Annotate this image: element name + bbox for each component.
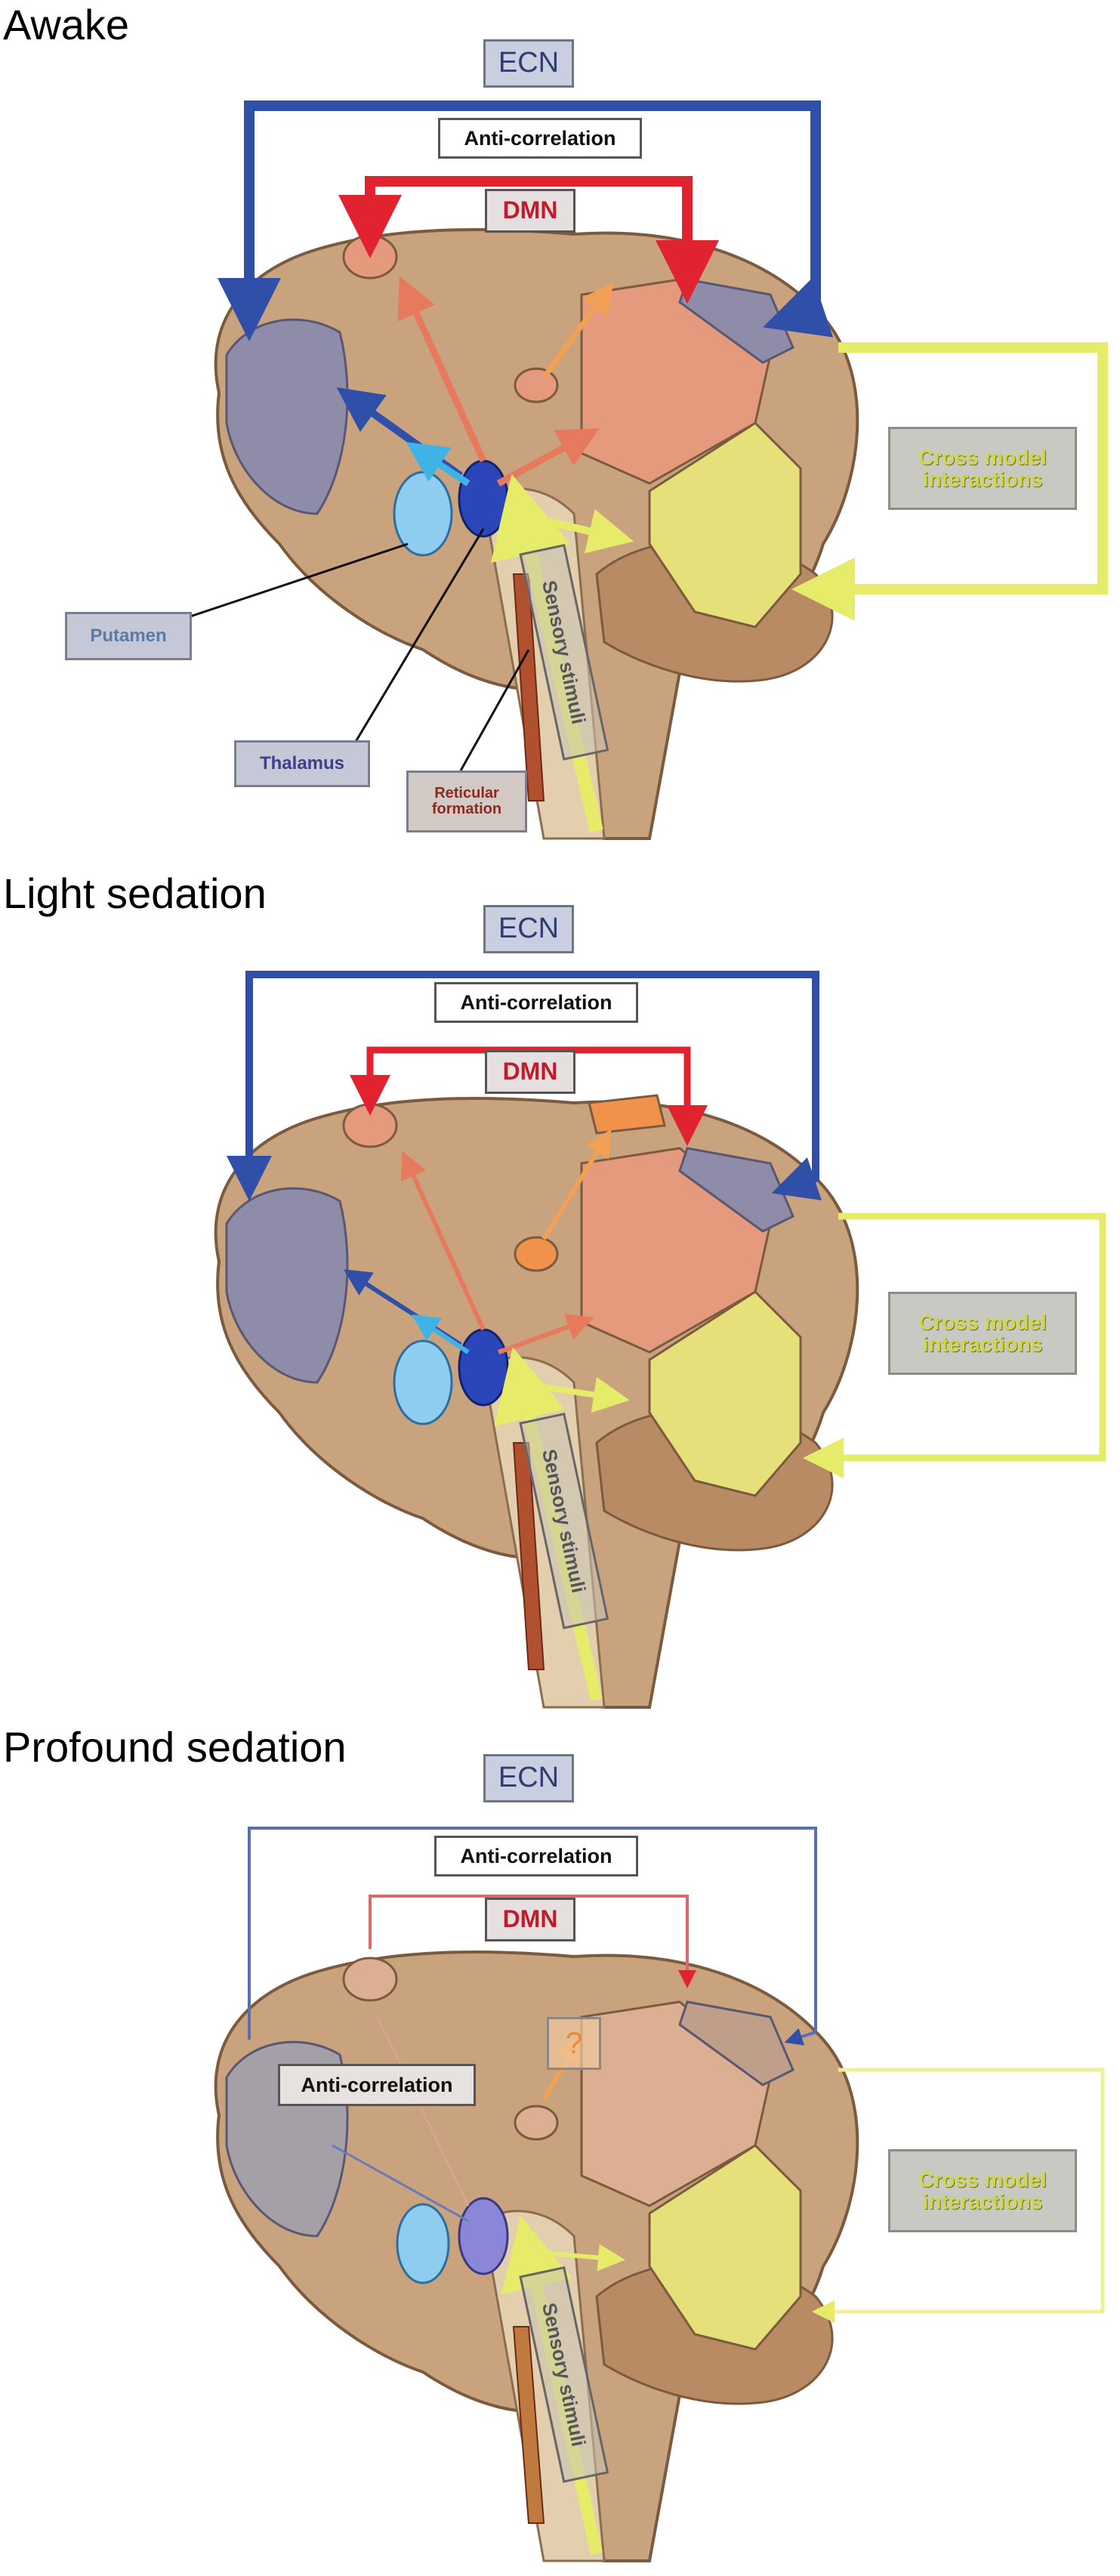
cingulate-patch: [514, 1236, 559, 1272]
cingulate-arrow: [541, 282, 614, 380]
ecn-label: ECN: [483, 1754, 574, 1802]
cross-model-label: Cross model interactions: [888, 427, 1077, 510]
frontal-region: [225, 318, 349, 515]
cross-model-label: Cross model interactions: [888, 1292, 1077, 1375]
panel-light-sedation: Light sedation: [0, 869, 1120, 1722]
thalamus-shape: [458, 459, 509, 538]
panel-title: Light sedation: [3, 869, 267, 917]
anti-correlation-label: Anti-correlation: [434, 982, 638, 1023]
panel-title: Profound sedation: [3, 1723, 347, 1771]
dmn-frontal-patch: [342, 234, 398, 280]
brain-diagram: [135, 100, 1108, 840]
dmn-bracket: [369, 1895, 696, 1988]
thalamo-dmn-arrow: [401, 1151, 486, 1331]
putamen-shape: [393, 471, 453, 557]
dmn-frontal-patch: [342, 1957, 398, 2002]
brain-diagram: [214, 1827, 1105, 2562]
putamen-label: Putamen: [65, 612, 192, 660]
putamen-shape: [396, 2203, 450, 2284]
dmn-label: DMN: [485, 1898, 575, 1941]
dmn-to-thalamus-line: [376, 2016, 470, 2207]
thalamus-shape: [458, 2197, 509, 2275]
thalamus-label: Thalamus: [234, 740, 370, 787]
panel-profound-sedation: Profound sedation ECN Anti-correlation D…: [0, 1722, 1120, 2576]
ecn-parietal-patch: [678, 1147, 794, 1233]
panel-awake: Awake: [0, 0, 1120, 854]
thalamus-leader: [346, 528, 485, 756]
dmn-label: DMN: [485, 1050, 575, 1094]
occipital-region: [648, 1290, 802, 1497]
ecn-label: ECN: [483, 905, 574, 953]
dmn-precuneus-patch: [588, 1094, 666, 1135]
putamen-arrow: [406, 442, 471, 486]
ecn-parietal-patch: [678, 2000, 794, 2086]
cross-model-bracket: [803, 1212, 1106, 1478]
occipital-region: [648, 2144, 802, 2351]
cingulate-arrow: [541, 1129, 612, 1240]
anti-correlation-label: Anti-correlation: [438, 118, 642, 159]
frontal-to-thalamus-line: [332, 2144, 469, 2222]
cingulate-patch: [514, 2105, 559, 2141]
occipital-region: [648, 422, 802, 629]
ecn-bracket: [245, 971, 822, 1200]
cross-model-bracket: [812, 2068, 1105, 2323]
reticular-formation-shape: [512, 2326, 545, 2524]
unknown-connection-label: ?: [547, 2017, 601, 2070]
frontal-region: [225, 1187, 349, 1384]
cingulate-patch: [514, 367, 559, 403]
reticular-formation-label: Reticular formation: [406, 771, 527, 832]
reticular-leader: [459, 649, 530, 771]
cross-model-label: Cross model interactions: [888, 2149, 1077, 2232]
dmn-frontal-patch: [342, 1103, 398, 1148]
thalamo-dmn-arrow: [397, 276, 487, 462]
ecn-bracket: [244, 100, 834, 338]
cross-model-bracket: [791, 342, 1108, 621]
thalamus-shape: [458, 1328, 509, 1407]
inner-anti-correlation-label: Anti-correlation: [278, 2064, 476, 2106]
putamen-arrow: [412, 1314, 470, 1354]
anti-correlation-label: Anti-correlation: [434, 1836, 638, 1876]
ecn-label: ECN: [483, 39, 574, 88]
ecn-bracket: [248, 1827, 817, 2046]
panel-title: Awake: [3, 1, 130, 48]
dmn-label: DMN: [485, 189, 575, 233]
putamen-shape: [393, 1339, 453, 1425]
